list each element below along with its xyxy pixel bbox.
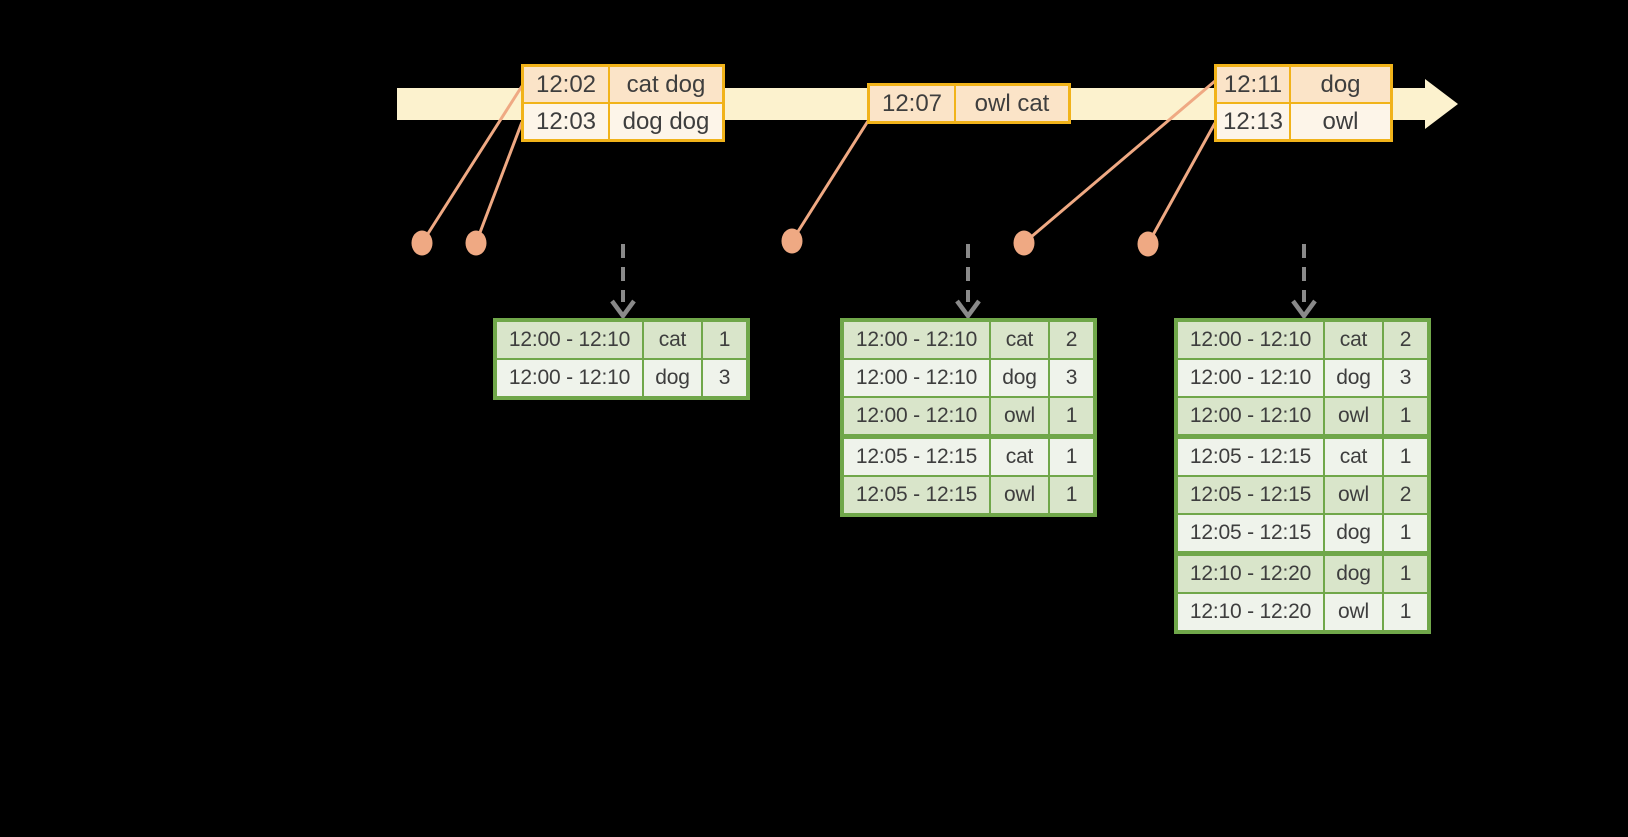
window-cell: 12:10 - 12:20 <box>1178 556 1323 592</box>
event-line-2 <box>474 121 524 244</box>
result-table-2: 12:00 - 12:10 cat 2 12:00 - 12:10 dog 3 … <box>840 318 1097 517</box>
trigger-arrow-1 <box>610 244 636 320</box>
input-event-row: 12:07 owl cat <box>870 86 1068 121</box>
result-row: 12:00 - 12:10 dog 3 <box>1178 360 1427 396</box>
input-event-row: 12:11 dog <box>1217 67 1390 102</box>
window-cell: 12:00 - 12:10 <box>844 360 989 396</box>
window-cell: 12:05 - 12:15 <box>844 477 989 513</box>
word-cell: cat <box>1325 439 1382 475</box>
event-words-cell: dog <box>1291 67 1390 102</box>
result-row: 12:00 - 12:10 dog 3 <box>497 360 746 396</box>
window-cell: 12:00 - 12:10 <box>844 398 989 434</box>
count-cell: 1 <box>1050 439 1093 475</box>
result-table-3: 12:00 - 12:10 cat 2 12:00 - 12:10 dog 3 … <box>1174 318 1431 634</box>
window-cell: 12:00 - 12:10 <box>844 322 989 358</box>
window-cell: 12:00 - 12:10 <box>497 360 642 396</box>
event-dot-2 <box>465 230 487 256</box>
word-cell: owl <box>991 398 1048 434</box>
count-cell: 1 <box>1050 398 1093 434</box>
trigger-arrow-3 <box>1291 244 1317 320</box>
event-words-cell: owl cat <box>956 86 1068 121</box>
event-dot-1 <box>411 230 433 256</box>
input-event-row: 12:13 owl <box>1217 104 1390 139</box>
event-dot-3 <box>781 228 803 254</box>
result-row: 12:10 - 12:20 owl 1 <box>1178 594 1427 630</box>
result-row: 12:00 - 12:10 cat 2 <box>844 322 1093 358</box>
word-cell: cat <box>991 322 1048 358</box>
window-cell: 12:00 - 12:10 <box>1178 360 1323 396</box>
trigger-arrow-2 <box>955 244 981 320</box>
event-line-4 <box>1023 79 1216 245</box>
count-cell: 2 <box>1384 477 1427 513</box>
count-cell: 3 <box>703 360 746 396</box>
result-row: 12:00 - 12:10 cat 2 <box>1178 322 1427 358</box>
input-batch-table-2: 12:07 owl cat <box>867 83 1071 124</box>
event-time-cell: 12:13 <box>1217 104 1289 139</box>
count-cell: 1 <box>1384 556 1427 592</box>
input-batch-table-1: 12:02 cat dog 12:03 dog dog <box>521 64 725 142</box>
event-words-cell: owl <box>1291 104 1390 139</box>
word-cell: dog <box>1325 515 1382 551</box>
window-cell: 12:05 - 12:15 <box>844 439 989 475</box>
event-dot-4 <box>1013 230 1035 256</box>
word-cell: dog <box>1325 360 1382 396</box>
event-time-cell: 12:07 <box>870 86 954 121</box>
window-cell: 12:00 - 12:10 <box>1178 322 1323 358</box>
event-time-cell: 12:11 <box>1217 67 1289 102</box>
input-event-row: 12:03 dog dog <box>524 104 722 139</box>
window-cell: 12:05 - 12:15 <box>1178 515 1323 551</box>
word-cell: owl <box>1325 477 1382 513</box>
event-line-3 <box>790 120 870 242</box>
count-cell: 1 <box>1050 477 1093 513</box>
count-cell: 1 <box>1384 439 1427 475</box>
word-cell: owl <box>1325 594 1382 630</box>
result-row: 12:00 - 12:10 dog 3 <box>844 360 1093 396</box>
count-cell: 1 <box>1384 398 1427 434</box>
count-cell: 1 <box>703 322 746 358</box>
count-cell: 1 <box>1384 515 1427 551</box>
word-cell: owl <box>991 477 1048 513</box>
result-table-1: 12:00 - 12:10 cat 1 12:00 - 12:10 dog 3 <box>493 318 750 400</box>
result-row: 12:05 - 12:15 owl 1 <box>844 477 1093 513</box>
word-cell: dog <box>644 360 701 396</box>
word-cell: dog <box>1325 556 1382 592</box>
window-cell: 12:10 - 12:20 <box>1178 594 1323 630</box>
window-cell: 12:05 - 12:15 <box>1178 439 1323 475</box>
event-dot-5 <box>1137 231 1159 257</box>
window-cell: 12:00 - 12:10 <box>1178 398 1323 434</box>
count-cell: 2 <box>1384 322 1427 358</box>
window-cell: 12:05 - 12:15 <box>1178 477 1323 513</box>
result-row: 12:05 - 12:15 owl 2 <box>1178 477 1427 513</box>
window-cell: 12:00 - 12:10 <box>497 322 642 358</box>
result-row: 12:05 - 12:15 dog 1 <box>1178 515 1427 551</box>
count-cell: 3 <box>1384 360 1427 396</box>
result-row: 12:00 - 12:10 owl 1 <box>844 398 1093 434</box>
word-cell: cat <box>991 439 1048 475</box>
event-time-cell: 12:02 <box>524 67 608 102</box>
result-row: 12:10 - 12:20 dog 1 <box>1178 556 1427 592</box>
event-time-cell: 12:03 <box>524 104 608 139</box>
result-row: 12:00 - 12:10 cat 1 <box>497 322 746 358</box>
word-cell: owl <box>1325 398 1382 434</box>
input-event-row: 12:02 cat dog <box>524 67 722 102</box>
count-cell: 1 <box>1384 594 1427 630</box>
event-words-cell: cat dog <box>610 67 722 102</box>
event-line-5 <box>1146 122 1217 245</box>
event-words-cell: dog dog <box>610 104 722 139</box>
count-cell: 3 <box>1050 360 1093 396</box>
result-row: 12:00 - 12:10 owl 1 <box>1178 398 1427 434</box>
count-cell: 2 <box>1050 322 1093 358</box>
word-cell: cat <box>644 322 701 358</box>
word-cell: dog <box>991 360 1048 396</box>
result-row: 12:05 - 12:15 cat 1 <box>1178 439 1427 475</box>
word-cell: cat <box>1325 322 1382 358</box>
input-batch-table-3: 12:11 dog 12:13 owl <box>1214 64 1393 142</box>
result-row: 12:05 - 12:15 cat 1 <box>844 439 1093 475</box>
event-line-1 <box>420 85 524 244</box>
